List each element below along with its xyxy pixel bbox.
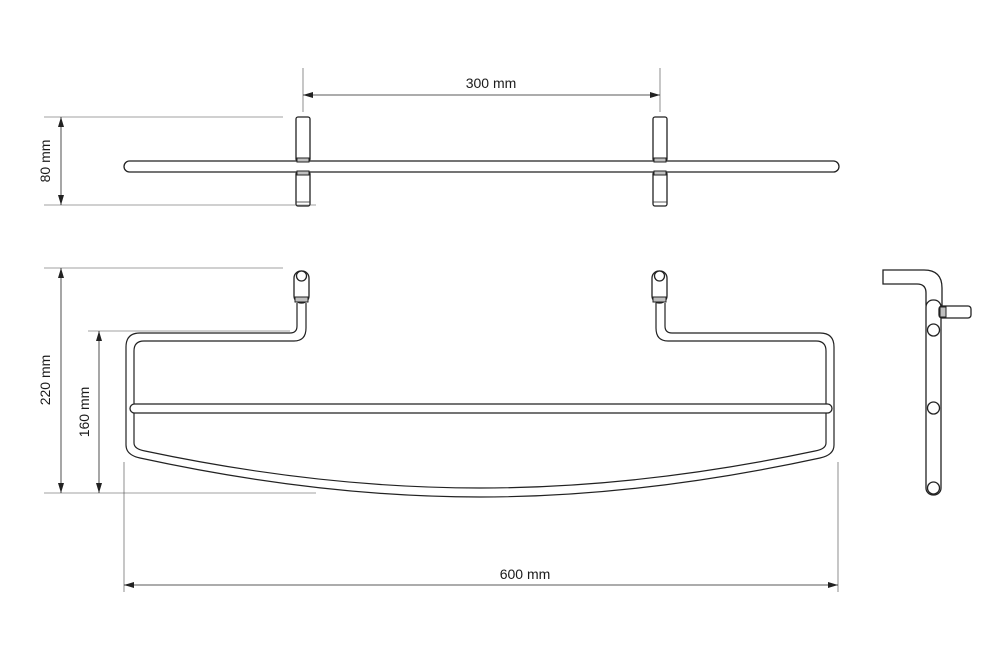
front-view-frame-outer: [125, 303, 835, 498]
dimension-160-label: 160 mm: [76, 387, 92, 438]
top-view: 300 mm 80 mm: [37, 68, 840, 207]
dimension-160: 160 mm: [76, 330, 290, 493]
side-view-joint-bottom: [926, 481, 941, 495]
side-view-post: [925, 299, 942, 496]
dimension-300: 300 mm: [302, 68, 661, 112]
side-view-joint-mid: [926, 401, 941, 415]
dimension-220: 220 mm: [37, 267, 316, 494]
dimension-300-label: 300 mm: [466, 75, 517, 91]
top-view-rail: [123, 160, 840, 173]
dimension-220-label: 220 mm: [37, 355, 53, 406]
dimension-80: 80 mm: [37, 116, 316, 206]
front-view-left-mount: [293, 270, 310, 304]
front-view: 220 mm 160 mm 600 mm: [37, 267, 839, 592]
front-view-right-mount: [651, 270, 668, 304]
front-view-frame-inner: [133, 303, 827, 489]
dimension-80-label: 80 mm: [37, 140, 53, 183]
front-view-towel-bar: [129, 403, 833, 414]
side-view-joint-top: [926, 323, 941, 337]
top-view-left-bracket: [295, 116, 311, 207]
side-view: [882, 269, 972, 496]
dimension-600-label: 600 mm: [500, 566, 551, 582]
side-view-mount: [938, 305, 972, 319]
top-view-right-bracket: [652, 116, 668, 207]
dimension-600: 600 mm: [123, 462, 839, 592]
